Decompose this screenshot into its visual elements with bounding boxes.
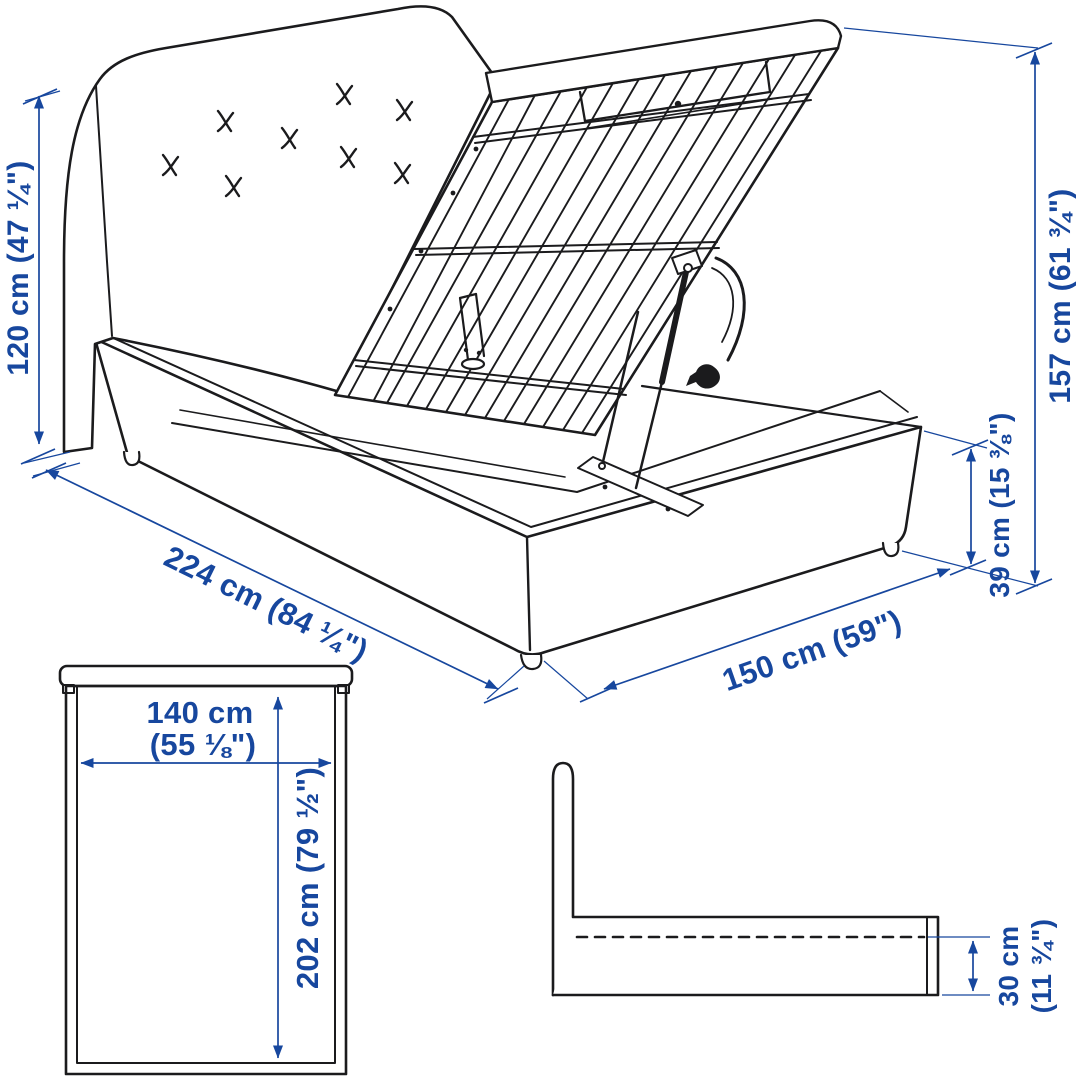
headboard <box>62 5 499 454</box>
frame-foot-right <box>881 541 900 558</box>
lift-mechanism <box>458 249 746 517</box>
lift-arm <box>600 310 640 468</box>
dimension-label-140cm-line1: 140 cm <box>147 695 254 730</box>
top-view: 140 cm (55 ⅛") 202 cm (79 ½") <box>58 664 354 1076</box>
top-view-frame-outer <box>64 684 348 1076</box>
dimension-storage-depth: 30 cm (11 ¾") <box>928 919 1057 1014</box>
dimension-label-202cm: 202 cm (79 ½") <box>290 767 325 989</box>
pivot-bolt-bottom <box>598 462 606 470</box>
base-bolt-1 <box>602 484 608 490</box>
side-view-base <box>551 915 940 997</box>
frame-inner-rim <box>99 331 918 528</box>
base-rails <box>353 93 812 396</box>
base-bolt-2 <box>665 506 671 512</box>
lock-icon <box>686 364 720 389</box>
top-view-frame-inner <box>76 685 336 1064</box>
pivot-bolt-top <box>683 263 693 273</box>
headboard-outline <box>62 5 499 454</box>
mechanism-base-plate <box>577 456 704 517</box>
lift-arm-curved <box>714 256 746 362</box>
dimension-frame-height: 39 cm (15 ⅜") <box>923 412 1015 598</box>
dimension-label-30cm-line1: 30 cm <box>993 926 1024 1007</box>
frame-wall-trim <box>179 409 566 478</box>
dimension-label-140cm-line2: (55 ⅛") <box>150 727 256 762</box>
frame-corner-edge <box>525 535 532 652</box>
dimension-headboard-height: 120 cm (47 ¼") <box>2 88 71 465</box>
dimension-label-120cm: 120 cm (47 ¼") <box>2 160 35 375</box>
headboard-side-seam <box>95 85 113 337</box>
base-handle-bar <box>587 98 773 129</box>
lift-bracket <box>671 249 703 275</box>
gas-strut-rod <box>634 380 664 490</box>
slatted-base <box>333 19 843 437</box>
side-view: 30 cm (11 ¾") <box>551 761 1057 1014</box>
base-edge-band <box>484 19 843 104</box>
lift-arm-curved-inner <box>711 267 735 343</box>
center-support-leg <box>458 292 486 371</box>
dimension-label-30cm-line2: (11 ¾") <box>1026 919 1057 1014</box>
dimension-top-width: 140 cm (55 ⅛") <box>80 695 332 768</box>
tufting-marks <box>161 82 414 198</box>
gas-strut-cylinder <box>659 269 689 385</box>
side-view-headboard <box>551 761 575 997</box>
frame-foot-left <box>122 450 141 467</box>
top-view-headboard <box>58 664 354 688</box>
base-bolts <box>387 100 682 312</box>
dimension-label-39cm: 39 cm (15 ⅜") <box>984 412 1015 597</box>
frame-foot-front <box>519 653 543 671</box>
frame-floor-edges <box>171 390 881 493</box>
main-perspective-view: 120 cm (47 ¼") 157 cm (61 ¾") 39 cm (15 … <box>2 5 1077 704</box>
frame-floor-corner <box>879 390 909 413</box>
dimension-open-height: 157 cm (61 ¾") <box>843 27 1077 595</box>
dimension-top-length: 202 cm (79 ½") <box>273 696 325 1059</box>
frame-back-rim <box>640 384 923 429</box>
dimension-label-157cm: 157 cm (61 ¾") <box>1044 188 1077 403</box>
